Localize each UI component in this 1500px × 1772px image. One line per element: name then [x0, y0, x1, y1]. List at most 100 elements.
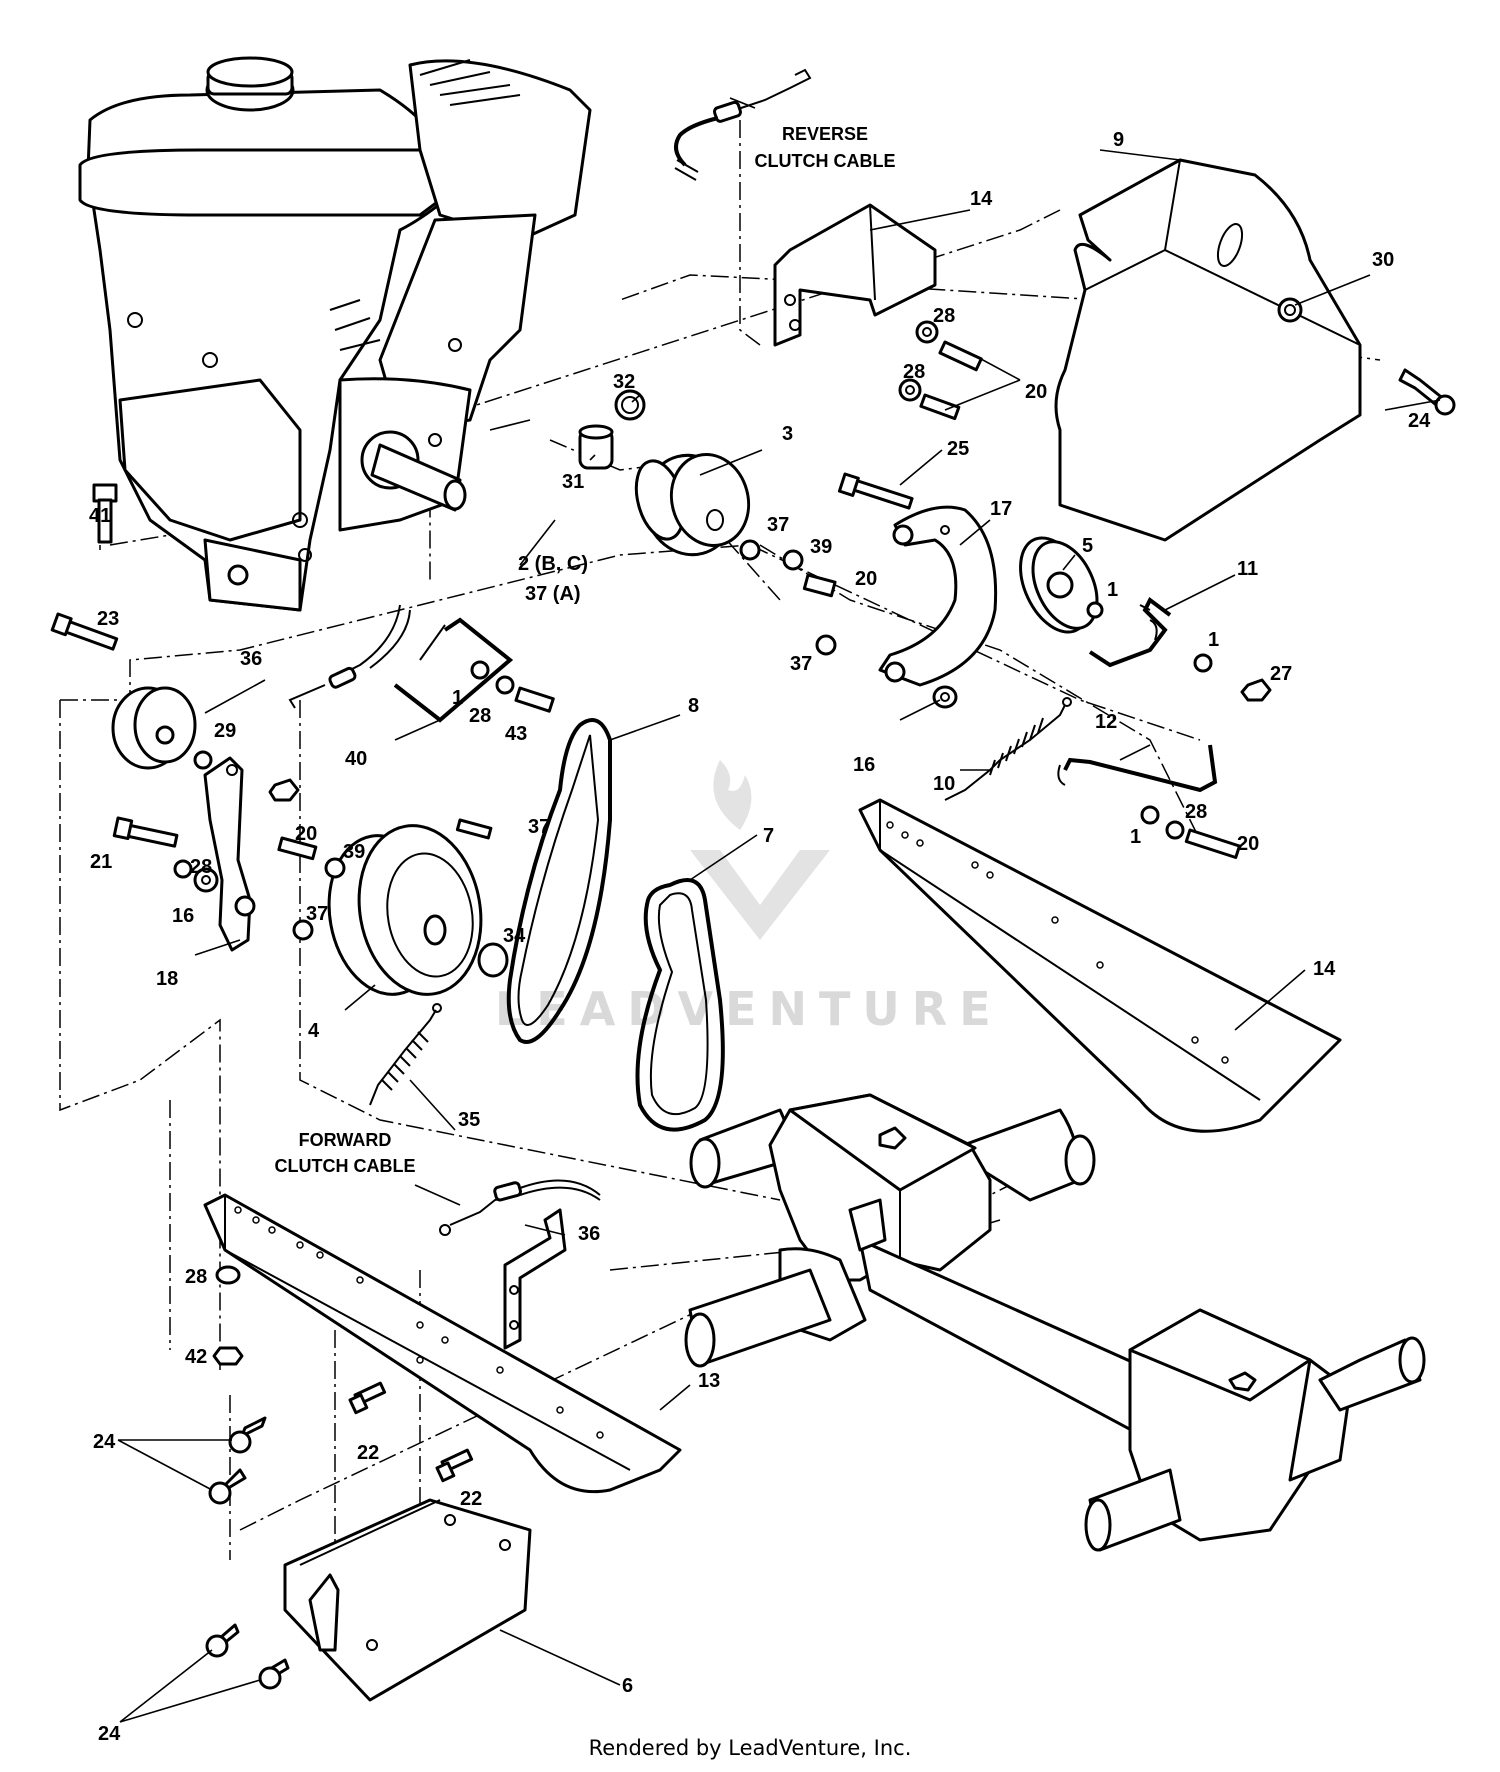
- callout-13: 13: [698, 1370, 720, 1392]
- callout-11: 11: [1237, 558, 1258, 580]
- callout-18: 18: [156, 968, 178, 990]
- spring-10: [944, 697, 1072, 801]
- pulley-3: [634, 452, 751, 557]
- hardware-1-28-43: [470, 660, 555, 713]
- belt-8: [506, 718, 612, 1044]
- callout-28-f: 28: [185, 1266, 207, 1288]
- callout-38-b: 37: [790, 653, 812, 675]
- callout-8: 8: [688, 695, 699, 717]
- middle-cable: [288, 604, 411, 709]
- callout-1-a: 1: [1107, 579, 1118, 601]
- callout-21: 21: [90, 851, 112, 873]
- part-9-cover: [1054, 158, 1362, 542]
- forward-cable-label-line1: FORWARD: [299, 1130, 392, 1150]
- washer-16-upper: [932, 685, 958, 709]
- hardware-38-39-19: [739, 539, 837, 656]
- callout-24-c: 24: [98, 1723, 121, 1745]
- hardware-1-28-19: [1140, 805, 1241, 859]
- bolt-21-hardware: [112, 816, 219, 893]
- shield-6: [283, 1498, 532, 1702]
- callout-19-b: 20: [295, 823, 317, 845]
- callout-17: 17: [990, 498, 1012, 520]
- callout-28-c: 28: [469, 705, 491, 727]
- belt-7: [635, 878, 725, 1132]
- reverse-clutch-cable: [674, 68, 812, 181]
- frame-14: [858, 798, 1342, 1133]
- bolt-23: [50, 612, 119, 651]
- footer-credit: Rendered by LeadVenture, Inc.: [588, 1736, 912, 1760]
- forward-clutch-cable: [439, 1179, 601, 1236]
- callout-22-a: 22: [357, 1442, 379, 1464]
- callout-40: 40: [345, 748, 367, 770]
- callout-30: 30: [1372, 249, 1394, 271]
- callout-25: 25: [947, 438, 969, 460]
- spring-34: [369, 1003, 442, 1106]
- callout-15: 14: [970, 188, 993, 210]
- callout-1-d: 1: [1130, 826, 1141, 848]
- callout-19-c: 20: [1237, 833, 1259, 855]
- forward-cable-label-line2: CLUTCH CABLE: [275, 1156, 416, 1176]
- callout-1-b: 1: [1208, 629, 1219, 651]
- callout-28-a: 28: [933, 305, 955, 327]
- screw-24-right: [1398, 368, 1456, 416]
- callout-28-e: 28: [190, 856, 212, 878]
- callout-28-d: 28: [1185, 801, 1207, 823]
- callout-38-a: 37: [767, 514, 789, 536]
- callout-43: 43: [505, 723, 527, 745]
- callout-29: 29: [214, 720, 236, 742]
- callout-31: 31: [562, 471, 584, 493]
- callout-37-a: 37 (A): [525, 583, 581, 605]
- callout-numbers: 9 14 30 28 28 20 24 32 3 25 31 17 41 37 …: [89, 129, 1431, 1745]
- bolt-41: [92, 483, 118, 544]
- callout-16-b: 16: [172, 905, 194, 927]
- part-15-bracket: [773, 203, 937, 347]
- pulley-5: [1019, 536, 1104, 634]
- callout-24-b: 24: [93, 1431, 116, 1453]
- cable-labels: REVERSE CLUTCH CABLE FORWARD CLUTCH CABL…: [275, 124, 896, 1176]
- bolt-25: [837, 472, 914, 510]
- callout-1-c: 1: [452, 687, 463, 709]
- rod-12: [1057, 744, 1218, 793]
- callout-36: 36: [240, 648, 262, 670]
- callout-34: 35: [458, 1109, 480, 1131]
- callout-2-bc: 2 (B, C): [518, 553, 588, 575]
- engine: [78, 56, 592, 612]
- callout-28-b: 28: [903, 361, 925, 383]
- callout-12: 12: [1095, 711, 1117, 733]
- rod-40: [393, 617, 514, 723]
- callout-42: 42: [185, 1346, 207, 1368]
- callout-16-a: 16: [853, 754, 875, 776]
- reverse-cable-label-line1: REVERSE: [782, 124, 868, 144]
- callout-19-a: 20: [855, 568, 877, 590]
- callout-3: 3: [782, 423, 793, 445]
- leader-lines: [117, 97, 1441, 1723]
- bushing-31-32: [578, 389, 646, 470]
- callout-39-a: 39: [810, 536, 832, 558]
- callout-9: 9: [1113, 129, 1124, 151]
- pulley-36: [111, 686, 300, 802]
- hardware-19-39-38-left: [277, 818, 509, 978]
- callout-27: 27: [1270, 663, 1292, 685]
- bracket-18: [203, 756, 256, 952]
- callout-32: 32: [613, 371, 635, 393]
- callout-20: 20: [1025, 381, 1047, 403]
- callout-7: 7: [763, 825, 774, 847]
- watermark-text: LEADVENTURE: [495, 982, 1003, 1036]
- pulley-4: [327, 824, 483, 996]
- callout-39-b: 39: [343, 841, 365, 863]
- callout-37: 37: [528, 816, 550, 838]
- bracket-35: [503, 1208, 567, 1350]
- callout-23: 23: [97, 608, 119, 630]
- callout-41: 41: [89, 505, 111, 527]
- transmission: [684, 1093, 1426, 1552]
- watermark: LEADVENTURE: [495, 760, 1003, 1036]
- bracket-17: [878, 505, 998, 687]
- callout-24-a: 24: [1408, 410, 1431, 432]
- callout-5: 5: [1082, 535, 1093, 557]
- callout-6: 6: [622, 1675, 633, 1697]
- callout-33: 34: [503, 925, 526, 947]
- callout-38-c: 37: [306, 903, 328, 925]
- callout-35: 36: [578, 1223, 600, 1245]
- callout-14: 14: [1313, 958, 1336, 980]
